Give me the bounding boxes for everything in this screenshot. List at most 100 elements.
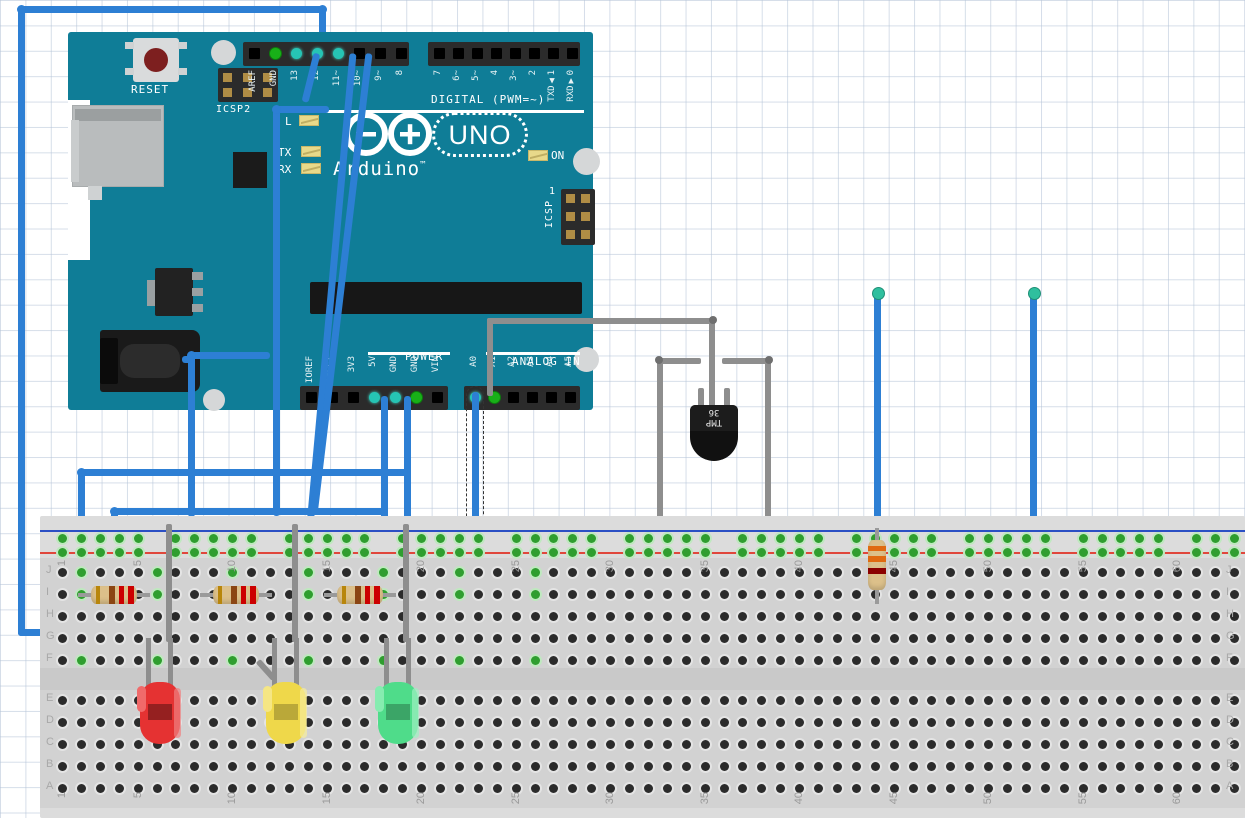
breadboard-hole[interactable] [398, 740, 408, 749]
breadboard-hole[interactable] [417, 634, 427, 643]
breadboard-hole[interactable] [1135, 634, 1145, 643]
breadboard-hole[interactable] [473, 740, 483, 749]
breadboard-hole[interactable] [1078, 718, 1088, 727]
breadboard-hole[interactable] [303, 696, 313, 705]
breadboard-hole[interactable] [511, 568, 521, 577]
breadboard-hole[interactable] [398, 590, 408, 599]
breadboard-hole[interactable] [209, 612, 219, 621]
breadboard-rail-hole[interactable] [738, 534, 748, 543]
breadboard-hole[interactable] [530, 590, 540, 599]
breadboard-hole[interactable] [436, 612, 445, 621]
breadboard-hole[interactable] [379, 568, 389, 577]
breadboard-hole[interactable] [417, 590, 427, 599]
breadboard-hole[interactable] [814, 590, 823, 599]
wire-mid-long-run[interactable] [168, 469, 398, 476]
breadboard-hole[interactable] [1229, 590, 1239, 599]
breadboard-hole[interactable] [795, 612, 805, 621]
breadboard-hole[interactable] [946, 634, 956, 643]
breadboard-rail-hole[interactable] [133, 548, 143, 557]
breadboard-rail-hole[interactable] [776, 534, 786, 543]
breadboard-hole[interactable] [190, 696, 200, 705]
breadboard-hole[interactable] [681, 634, 691, 643]
breadboard-hole[interactable] [889, 656, 899, 665]
breadboard-hole[interactable] [568, 568, 578, 577]
breadboard-hole[interactable] [643, 656, 653, 665]
breadboard-hole[interactable] [606, 784, 616, 793]
breadboard-hole[interactable] [1192, 740, 1201, 749]
breadboard-hole[interactable] [303, 740, 313, 749]
breadboard-hole[interactable] [587, 784, 597, 793]
breadboard-hole[interactable] [1135, 696, 1145, 705]
breadboard-hole[interactable] [965, 762, 975, 771]
led-green[interactable] [374, 638, 422, 744]
breadboard-hole[interactable] [946, 612, 956, 621]
breadboard-hole[interactable] [776, 740, 786, 749]
breadboard-hole[interactable] [417, 696, 427, 705]
breadboard-hole[interactable] [889, 612, 899, 621]
breadboard-hole[interactable] [757, 634, 767, 643]
breadboard-hole[interactable] [1229, 634, 1239, 643]
breadboard-hole[interactable] [700, 656, 710, 665]
breadboard-rail-hole[interactable] [1097, 548, 1107, 557]
breadboard-hole[interactable] [606, 568, 616, 577]
breadboard-hole[interactable] [549, 656, 559, 665]
pin-hole-a1[interactable] [489, 392, 500, 403]
breadboard-hole[interactable] [436, 762, 445, 771]
breadboard-hole[interactable] [908, 762, 918, 771]
breadboard-hole[interactable] [473, 696, 483, 705]
breadboard-hole[interactable] [360, 718, 370, 727]
breadboard-hole[interactable] [738, 634, 748, 643]
breadboard-hole[interactable] [1021, 656, 1031, 665]
breadboard-rail-hole[interactable] [58, 548, 67, 557]
breadboard-hole[interactable] [228, 696, 238, 705]
breadboard-hole[interactable] [322, 656, 332, 665]
breadboard-hole[interactable] [1078, 568, 1088, 577]
breadboard-hole[interactable] [341, 762, 351, 771]
breadboard-hole[interactable] [379, 634, 389, 643]
breadboard-hole[interactable] [58, 656, 67, 665]
breadboard-hole[interactable] [719, 590, 729, 599]
pin-hole-2[interactable] [529, 48, 540, 59]
wire-under-header-run[interactable] [273, 106, 329, 113]
breadboard-hole[interactable] [889, 740, 899, 749]
breadboard-hole[interactable] [984, 784, 994, 793]
breadboard-hole[interactable] [379, 656, 389, 665]
pin-hole-13[interactable] [291, 48, 302, 59]
breadboard-hole[interactable] [171, 634, 181, 643]
breadboard-hole[interactable] [568, 634, 578, 643]
breadboard-hole[interactable] [171, 590, 181, 599]
breadboard-hole[interactable] [606, 612, 616, 621]
breadboard-rail-hole[interactable] [322, 548, 332, 557]
breadboard-hole[interactable] [511, 696, 521, 705]
breadboard-hole[interactable] [1210, 784, 1220, 793]
breadboard-hole[interactable] [1078, 740, 1088, 749]
breadboard-hole[interactable] [927, 656, 937, 665]
breadboard-hole[interactable] [643, 762, 653, 771]
breadboard-rail-hole[interactable] [1135, 534, 1145, 543]
breadboard-rail-hole[interactable] [984, 548, 994, 557]
breadboard-hole[interactable] [1078, 784, 1088, 793]
breadboard-hole[interactable] [795, 696, 805, 705]
resistor-led-red[interactable] [78, 584, 150, 606]
breadboard-hole[interactable] [681, 740, 691, 749]
breadboard-rail-hole[interactable] [757, 548, 767, 557]
breadboard-hole[interactable] [643, 784, 653, 793]
breadboard-hole[interactable] [190, 740, 200, 749]
breadboard-hole[interactable] [1192, 656, 1201, 665]
breadboard-hole[interactable] [492, 762, 502, 771]
breadboard-rail-hole[interactable] [1003, 534, 1012, 543]
breadboard-hole[interactable] [228, 612, 238, 621]
breadboard-hole[interactable] [1210, 568, 1220, 577]
breadboard-hole[interactable] [1003, 762, 1012, 771]
breadboard-hole[interactable] [568, 656, 578, 665]
breadboard-hole[interactable] [95, 740, 105, 749]
breadboard-hole[interactable] [247, 696, 256, 705]
breadboard-hole[interactable] [568, 740, 578, 749]
breadboard-hole[interactable] [1229, 784, 1239, 793]
breadboard-hole[interactable] [851, 568, 861, 577]
breadboard-hole[interactable] [209, 718, 219, 727]
breadboard-hole[interactable] [776, 696, 786, 705]
lead-yellow-column[interactable] [292, 524, 298, 642]
breadboard-hole[interactable] [360, 656, 370, 665]
breadboard-hole[interactable] [681, 590, 691, 599]
